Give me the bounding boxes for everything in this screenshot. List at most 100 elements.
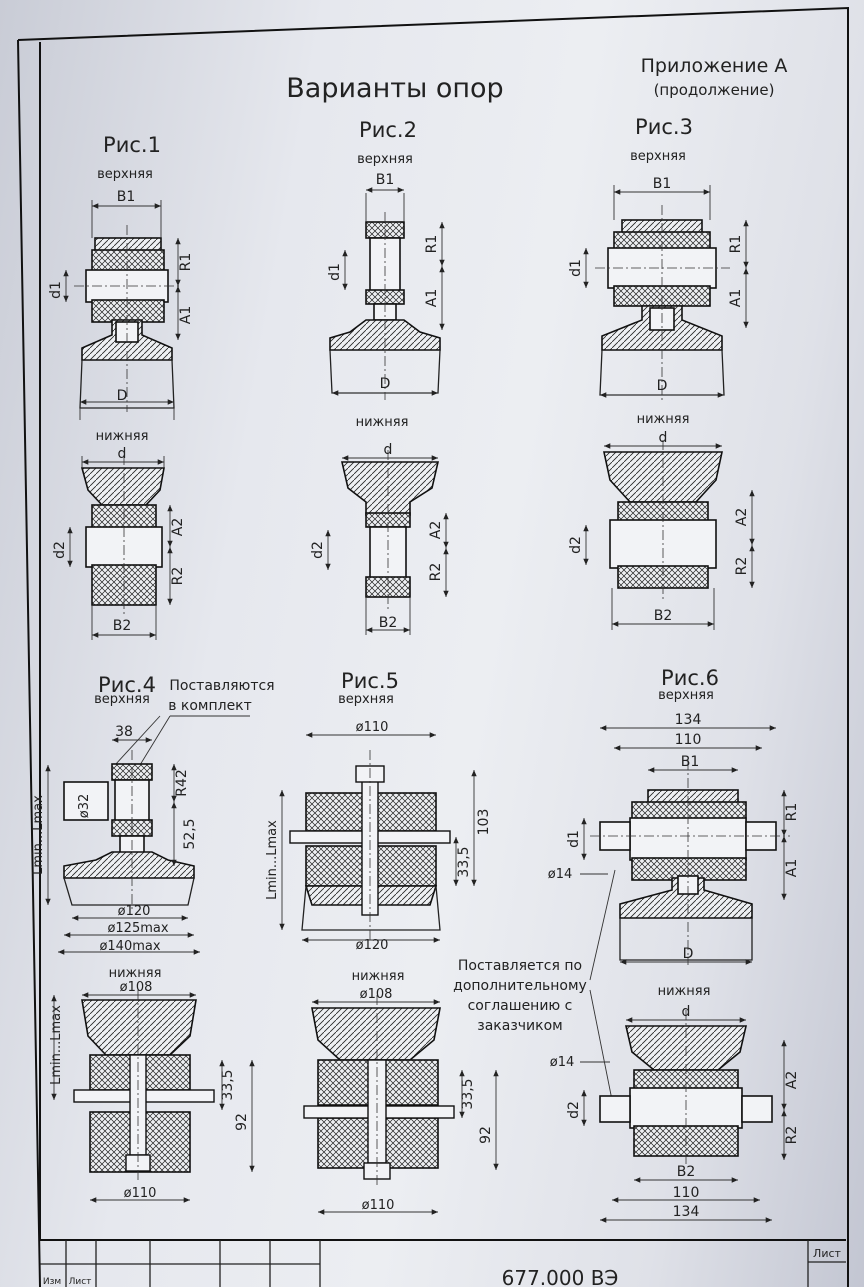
svg-text:соглашению с: соглашению с xyxy=(468,998,573,1014)
svg-text:d2: d2 xyxy=(566,1101,582,1119)
svg-text:A1: A1 xyxy=(784,859,800,877)
svg-text:D: D xyxy=(117,388,128,404)
svg-text:110: 110 xyxy=(673,1185,700,1201)
svg-text:33,5: 33,5 xyxy=(456,846,472,877)
fig1-upper-drawing: B1 R1 A1 d1 D xyxy=(48,189,194,420)
svg-text:ø110: ø110 xyxy=(362,1198,395,1213)
svg-text:ø110: ø110 xyxy=(124,1186,157,1201)
svg-text:R2: R2 xyxy=(428,563,444,582)
fig5-upper-drawing: ø110 103 33,5 Lmin...Lmax ø120 xyxy=(265,720,492,953)
svg-text:ø108: ø108 xyxy=(360,987,393,1002)
svg-text:D: D xyxy=(657,378,668,394)
svg-text:Lmin...Lmax: Lmin...Lmax xyxy=(31,795,46,875)
svg-text:ø125max: ø125max xyxy=(107,921,168,936)
title-block: Изм Лист 677.000 ВЭ Лист xyxy=(40,1239,846,1287)
svg-text:ø108: ø108 xyxy=(120,980,153,995)
svg-text:d1: d1 xyxy=(327,263,343,281)
svg-text:R1: R1 xyxy=(728,235,744,254)
svg-text:d: d xyxy=(659,430,668,446)
svg-text:A1: A1 xyxy=(424,289,440,307)
svg-text:Lmin...Lmax: Lmin...Lmax xyxy=(265,820,280,900)
svg-text:A2: A2 xyxy=(734,508,750,526)
svg-text:B2: B2 xyxy=(677,1164,696,1180)
contract-note: Поставляется по дополнительному соглашен… xyxy=(453,869,616,1101)
fig5-upper-label: верхняя xyxy=(338,692,394,707)
svg-text:92: 92 xyxy=(478,1126,494,1144)
fig1-title: Рис.1 xyxy=(103,133,161,157)
fig6-upper-drawing: 134 110 B1 R1 A1 d1 ø14 D xyxy=(548,712,800,965)
fig3-lower-label: нижняя xyxy=(637,412,690,427)
fig3-title: Рис.3 xyxy=(635,115,693,139)
svg-text:ø120: ø120 xyxy=(118,904,151,919)
fig2-lower-drawing: d A2 R2 d2 B2 xyxy=(310,442,449,635)
fig2-lower-label: нижняя xyxy=(356,415,409,430)
svg-text:D: D xyxy=(380,376,391,392)
fig1-lower-label: нижняя xyxy=(96,429,149,444)
supplied-set-label-1: Поставляются xyxy=(169,678,274,694)
svg-text:B1: B1 xyxy=(376,172,395,188)
svg-text:103: 103 xyxy=(476,809,492,836)
svg-text:d2: d2 xyxy=(52,541,68,559)
svg-text:ø32: ø32 xyxy=(77,794,92,819)
svg-text:A2: A2 xyxy=(170,518,186,536)
supplied-set-label-2: в комплект xyxy=(168,698,252,714)
svg-text:ø14: ø14 xyxy=(550,1055,575,1070)
svg-text:R1: R1 xyxy=(178,253,194,272)
svg-text:134: 134 xyxy=(673,1204,700,1220)
fig5-title: Рис.5 xyxy=(341,669,399,693)
svg-text:110: 110 xyxy=(675,732,702,748)
svg-text:B1: B1 xyxy=(681,754,700,770)
fig4-title: Рис.4 xyxy=(98,673,156,697)
appendix-label: Приложение А xyxy=(641,55,788,77)
title-block-list: Лист xyxy=(69,1277,92,1287)
svg-text:R2: R2 xyxy=(734,557,750,576)
svg-text:d: d xyxy=(118,446,127,462)
svg-text:ø110: ø110 xyxy=(356,720,389,735)
fig6-lower-drawing: d A2 R2 d2 ø14 B2 110 134 xyxy=(550,1004,800,1223)
sheet-label: Лист xyxy=(813,1247,841,1260)
svg-text:A1: A1 xyxy=(178,306,194,324)
svg-text:A2: A2 xyxy=(784,1071,800,1089)
svg-text:33,5: 33,5 xyxy=(220,1069,236,1100)
fig1-lower-drawing: d A2 R2 d2 B2 xyxy=(52,446,186,640)
svg-text:Lmin...Lmax: Lmin...Lmax xyxy=(49,1005,64,1085)
svg-text:d: d xyxy=(682,1004,691,1020)
fig3-lower-drawing: d A2 R2 d2 B2 xyxy=(568,430,755,630)
fig2-title: Рис.2 xyxy=(359,118,417,142)
fig4-lower-label: нижняя xyxy=(109,966,162,981)
fig6-lower-label: нижняя xyxy=(658,984,711,999)
svg-text:d2: d2 xyxy=(568,536,584,554)
sheet-frame xyxy=(17,6,849,1287)
fig3-upper-drawing: B1 R1 A1 d1 D xyxy=(568,176,749,400)
svg-text:заказчиком: заказчиком xyxy=(477,1018,562,1034)
fig5-lower-label: нижняя xyxy=(352,969,405,984)
fig2-upper-drawing: B1 R1 A1 d1 D xyxy=(327,172,445,400)
svg-text:B2: B2 xyxy=(654,608,673,624)
svg-text:d1: d1 xyxy=(48,281,64,299)
svg-text:A1: A1 xyxy=(728,289,744,307)
svg-text:R42: R42 xyxy=(174,769,190,797)
fig1-upper-label: верхняя xyxy=(97,167,153,182)
fig4-upper-label: верхняя xyxy=(94,692,150,707)
svg-text:92: 92 xyxy=(234,1113,250,1131)
svg-text:A2: A2 xyxy=(428,521,444,539)
svg-text:B1: B1 xyxy=(653,176,672,192)
svg-text:B1: B1 xyxy=(117,189,136,205)
fig5-lower-drawing: ø108 33,5 92 ø110 xyxy=(303,987,499,1215)
svg-text:R2: R2 xyxy=(170,567,186,586)
svg-text:134: 134 xyxy=(675,712,702,728)
svg-text:ø14: ø14 xyxy=(548,867,573,882)
svg-text:D: D xyxy=(683,946,694,962)
svg-text:ø140max: ø140max xyxy=(99,939,160,954)
fig4-lower-drawing: ø108 33,5 92 Lmin...Lmax ø110 xyxy=(49,980,255,1203)
fig4-upper-drawing: Поставляются в комплект 38 R42 ø32 52,5 … xyxy=(31,678,275,955)
svg-text:33,5: 33,5 xyxy=(460,1078,476,1109)
svg-text:R2: R2 xyxy=(784,1126,800,1145)
svg-text:B2: B2 xyxy=(113,618,132,634)
fig3-upper-label: верхняя xyxy=(630,149,686,164)
title-block-izm: Изм xyxy=(43,1277,61,1287)
svg-text:52,5: 52,5 xyxy=(182,818,198,849)
svg-text:Поставляется по: Поставляется по xyxy=(458,958,582,974)
